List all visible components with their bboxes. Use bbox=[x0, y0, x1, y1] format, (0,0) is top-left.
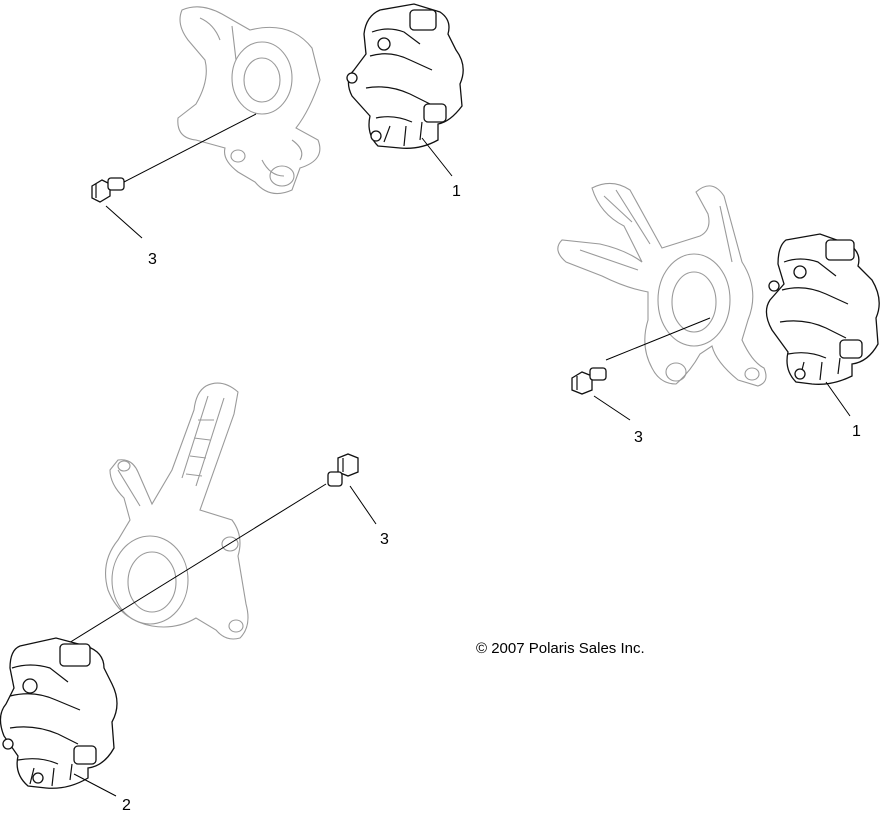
callout-top-caliper: 1 bbox=[452, 183, 461, 200]
leader-right-bolt bbox=[593, 395, 631, 421]
callout-top-bolt: 3 bbox=[148, 251, 157, 268]
callout-bottom-bolt: 3 bbox=[380, 531, 389, 548]
leader-bottom-bolt bbox=[349, 485, 377, 525]
caliper-right bbox=[765, 233, 880, 385]
callout-bottom-caliper: 2 bbox=[122, 797, 131, 814]
caliper-bottom bbox=[0, 637, 118, 789]
centerline-bottom bbox=[63, 483, 327, 647]
knuckle-right bbox=[557, 182, 767, 387]
bolt-bottom bbox=[327, 453, 359, 487]
callout-right-bolt: 3 bbox=[634, 429, 643, 446]
knuckle-top bbox=[177, 6, 321, 195]
bolt-top bbox=[91, 177, 125, 203]
leader-top-bolt bbox=[105, 205, 143, 239]
centerline-top bbox=[123, 113, 257, 183]
callout-right-caliper: 1 bbox=[852, 423, 861, 440]
leader-right-caliper bbox=[825, 381, 851, 417]
caliper-top bbox=[346, 3, 464, 149]
bolt-right bbox=[571, 367, 607, 395]
leader-top-caliper bbox=[421, 137, 453, 177]
leader-bottom-caliper bbox=[73, 773, 117, 797]
copyright-notice: © 2007 Polaris Sales Inc. bbox=[476, 640, 645, 657]
knuckle-bottom bbox=[105, 382, 249, 640]
centerline-right bbox=[605, 317, 711, 361]
